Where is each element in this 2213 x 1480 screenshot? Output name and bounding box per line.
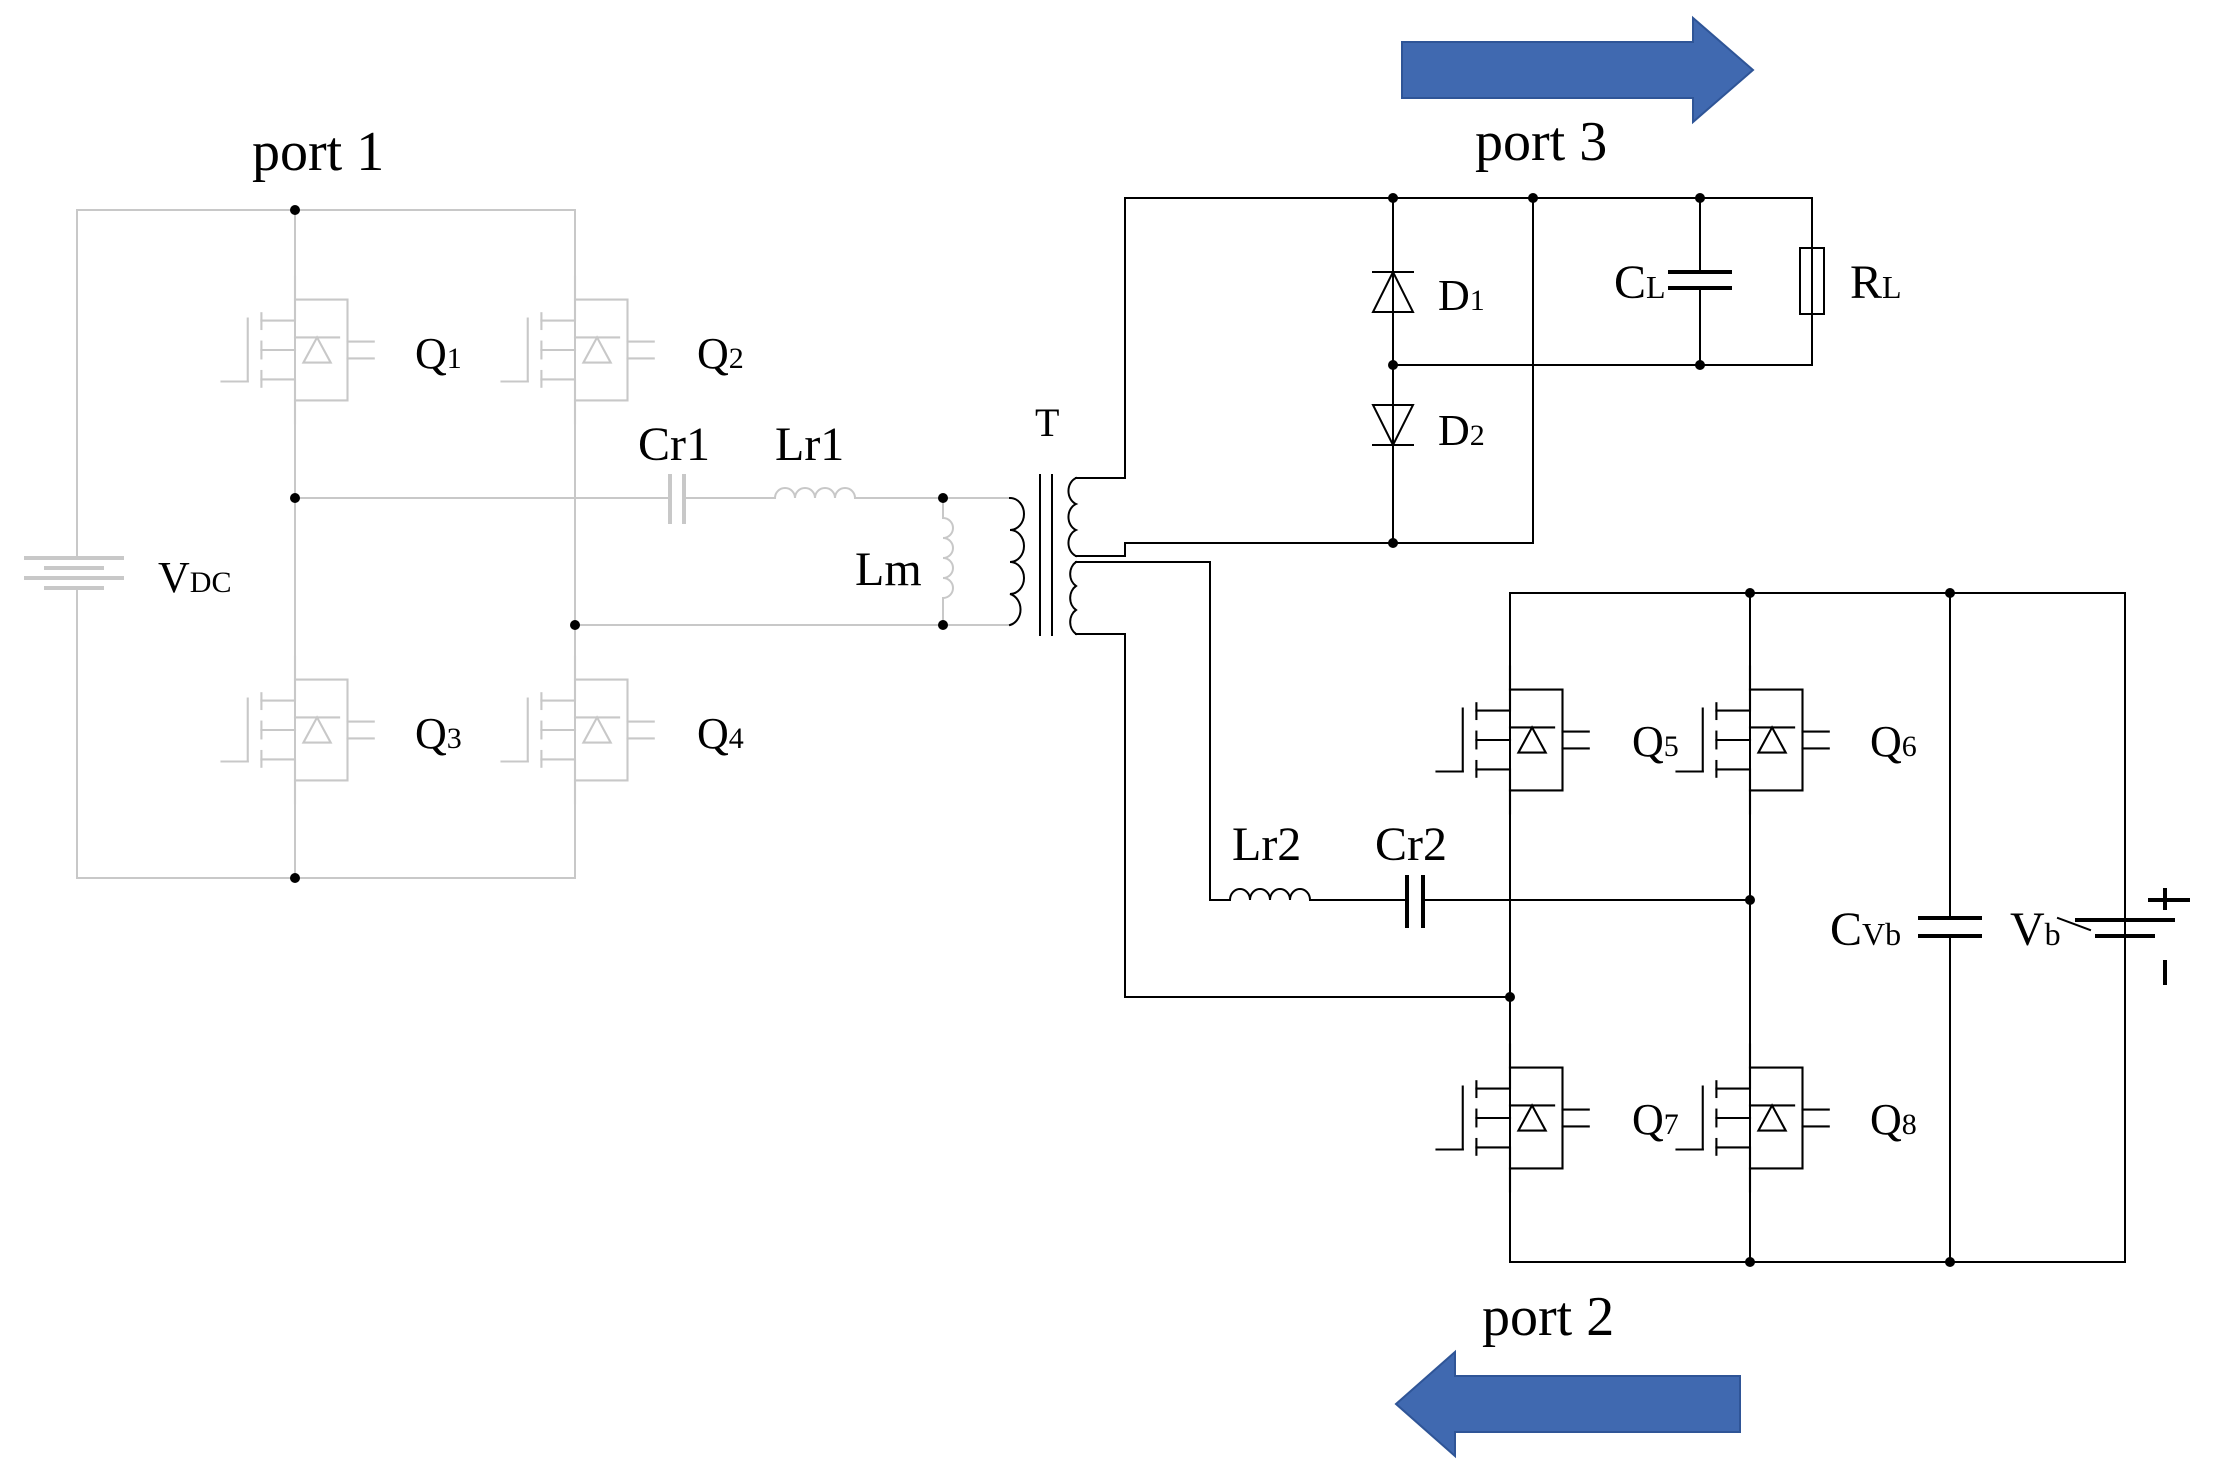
mosfet-q2 bbox=[500, 275, 655, 425]
q1-label: Q1 bbox=[415, 329, 462, 378]
t-label: T bbox=[1035, 400, 1059, 445]
cr1-label: Cr1 bbox=[638, 418, 710, 471]
vdc-label: VDC bbox=[158, 553, 231, 602]
lm-label: Lm bbox=[855, 543, 922, 596]
q7-label: Q7 bbox=[1632, 1095, 1679, 1144]
port3-label: port 3 bbox=[1475, 111, 1607, 173]
mosfet-q4 bbox=[500, 655, 655, 805]
cl-label: CL bbox=[1614, 256, 1666, 309]
lr2-label: Lr2 bbox=[1232, 818, 1301, 871]
d2-label: D2 bbox=[1438, 406, 1485, 455]
cr2-label: Cr2 bbox=[1375, 818, 1447, 871]
rl-label: RL bbox=[1850, 256, 1902, 309]
q4-label: Q4 bbox=[697, 709, 744, 758]
mosfet-q8 bbox=[1675, 1043, 1830, 1193]
port1-label: port 1 bbox=[252, 121, 384, 183]
lr1-label: Lr1 bbox=[775, 418, 844, 471]
d1-label: D1 bbox=[1438, 271, 1485, 320]
cvb-label: CVb bbox=[1830, 903, 1901, 956]
mosfet-q6 bbox=[1675, 665, 1830, 815]
q5-label: Q5 bbox=[1632, 717, 1679, 766]
transformer-t bbox=[1008, 474, 1211, 636]
mosfet-q3 bbox=[220, 655, 375, 805]
q8-label: Q8 bbox=[1870, 1095, 1917, 1144]
q6-label: Q6 bbox=[1870, 717, 1917, 766]
vb-label: Vb bbox=[2010, 903, 2061, 956]
mosfet-q5 bbox=[1435, 665, 1590, 815]
port2-arrow bbox=[1394, 1349, 1741, 1459]
port3-circuit bbox=[1124, 193, 1825, 557]
port2-label: port 2 bbox=[1482, 1286, 1614, 1348]
q3-label: Q3 bbox=[415, 709, 462, 758]
q2-label: Q2 bbox=[697, 329, 744, 378]
mosfet-q1 bbox=[220, 275, 375, 425]
mosfet-q7 bbox=[1435, 1043, 1590, 1193]
port3-arrow bbox=[1401, 15, 1755, 125]
